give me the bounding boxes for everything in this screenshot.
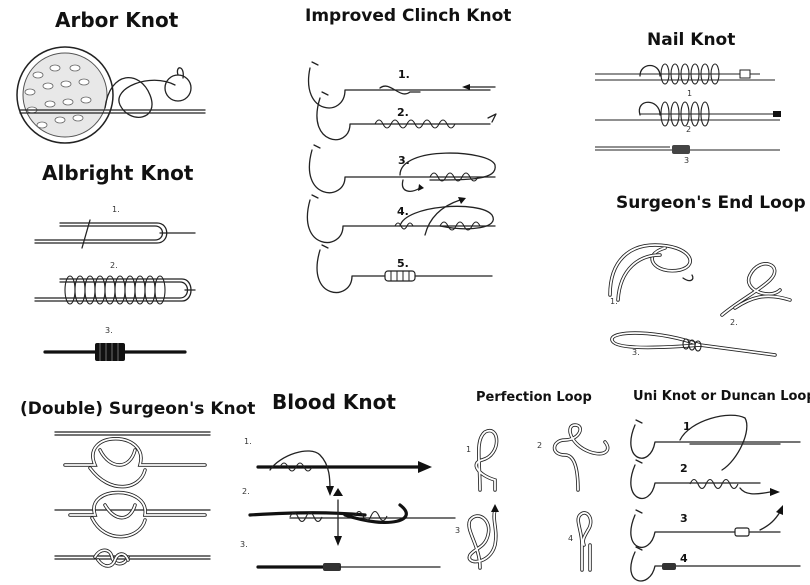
surgeon-loop-step-3-label: 3. — [632, 348, 640, 357]
uni-step-3-label: 3 — [680, 512, 688, 525]
arbor-knot-title: Arbor Knot — [55, 8, 179, 32]
uni-step-2-label: 2 — [680, 462, 688, 475]
uni-step-1-diagram — [630, 414, 801, 471]
perfection-step-1-label: 1 — [466, 445, 471, 454]
nail-step-3-label: 3 — [684, 156, 689, 165]
double-surgeons-knot-title: (Double) Surgeon's Knot — [20, 399, 255, 419]
surgeon-loop-step-2-diagram — [720, 262, 792, 317]
nail-knot-panel: Nail Knot 1 2 — [595, 30, 781, 165]
perfection-step-3-diagram — [467, 504, 499, 570]
uni-step-3-diagram — [630, 505, 783, 548]
perfection-step-4-label: 4 — [568, 534, 573, 543]
double-surgeon-step-2-diagram — [54, 490, 211, 539]
double-surgeons-knot-panel: (Double) Surgeon's Knot — [20, 399, 255, 568]
blood-step-2-diagram — [248, 488, 456, 546]
improved-clinch-knot-title: Improved Clinch Knot — [305, 6, 511, 26]
clinch-step-4-label: 4. — [397, 205, 409, 218]
albright-knot-title: Albright Knot — [42, 161, 194, 185]
albright-step-2-label: 2. — [110, 261, 118, 270]
double-surgeon-step-3-diagram — [54, 548, 211, 568]
blood-knot-title: Blood Knot — [272, 390, 396, 414]
perfection-step-4-diagram — [576, 511, 593, 572]
uni-knot-panel: Uni Knot or Duncan Loop 1 2 3 4 — [630, 389, 810, 582]
perfection-loop-title: Perfection Loop — [476, 390, 592, 405]
surgeons-end-loop-panel: Surgeon's End Loop 1. 2. 3. — [608, 193, 806, 357]
clinch-step-3-diagram — [308, 144, 496, 194]
improved-clinch-knot-panel: Improved Clinch Knot 1. 2. 3. — [305, 6, 511, 294]
clinch-step-2-diagram — [316, 91, 497, 141]
perfection-step-1-diagram — [474, 429, 499, 492]
uni-step-2-diagram — [630, 459, 780, 500]
arbor-knot-panel: Arbor Knot — [16, 8, 206, 144]
blood-step-3-label: 3. — [240, 540, 248, 549]
arbor-knot-loop — [104, 67, 192, 118]
blood-knot-panel: Blood Knot 1. 2. 3. — [240, 390, 456, 571]
surgeon-loop-step-2-label: 2. — [730, 318, 738, 327]
clinch-step-1-diagram — [307, 61, 496, 109]
albright-step-1-diagram — [34, 219, 196, 249]
albright-step-1-label: 1. — [112, 205, 120, 214]
albright-step-2-diagram — [34, 275, 196, 305]
albright-knot-panel: Albright Knot 1. 2. 3. — [34, 161, 196, 361]
perfection-step-2-diagram — [552, 423, 610, 492]
nail-step-1-label: 1 — [687, 89, 692, 98]
surgeon-loop-step-1-label: 1. — [610, 297, 618, 306]
blood-step-2-label: 2. — [242, 487, 250, 496]
perfection-step-2-label: 2 — [537, 441, 542, 450]
blood-step-1-label: 1. — [244, 437, 252, 446]
surgeon-loop-step-3-diagram — [610, 331, 777, 357]
clinch-step-1-label: 1. — [398, 68, 410, 81]
blood-step-3-diagram — [256, 563, 441, 571]
clinch-step-5-label: 5. — [397, 257, 409, 270]
clinch-step-2-label: 2. — [397, 106, 409, 119]
nail-step-2-label: 2 — [686, 125, 691, 134]
nail-step-2-diagram — [595, 101, 781, 127]
clinch-step-3-label: 3. — [398, 154, 410, 167]
nail-step-1-diagram — [595, 63, 775, 85]
blood-step-1-diagram — [256, 450, 432, 496]
perfection-loop-panel: Perfection Loop 1 2 3 4 — [455, 390, 610, 572]
clinch-step-4-diagram — [306, 194, 496, 244]
albright-step-3-diagram — [43, 343, 187, 361]
albright-step-3-label: 3. — [105, 326, 113, 335]
nail-step-3-diagram — [595, 145, 780, 154]
double-surgeon-step-1-diagram — [54, 431, 211, 489]
surgeon-loop-step-1-diagram — [608, 243, 694, 302]
surgeons-end-loop-title: Surgeon's End Loop — [616, 193, 806, 213]
nail-knot-title: Nail Knot — [647, 30, 735, 50]
clinch-step-5-diagram — [316, 244, 493, 294]
reel-spool-illustration — [16, 46, 206, 144]
uni-step-1-label: 1 — [683, 420, 691, 433]
uni-step-4-diagram — [630, 546, 801, 582]
uni-step-4-label: 4 — [680, 552, 688, 565]
perfection-step-3-label: 3 — [455, 526, 460, 535]
uni-knot-title: Uni Knot or Duncan Loop — [633, 389, 810, 404]
